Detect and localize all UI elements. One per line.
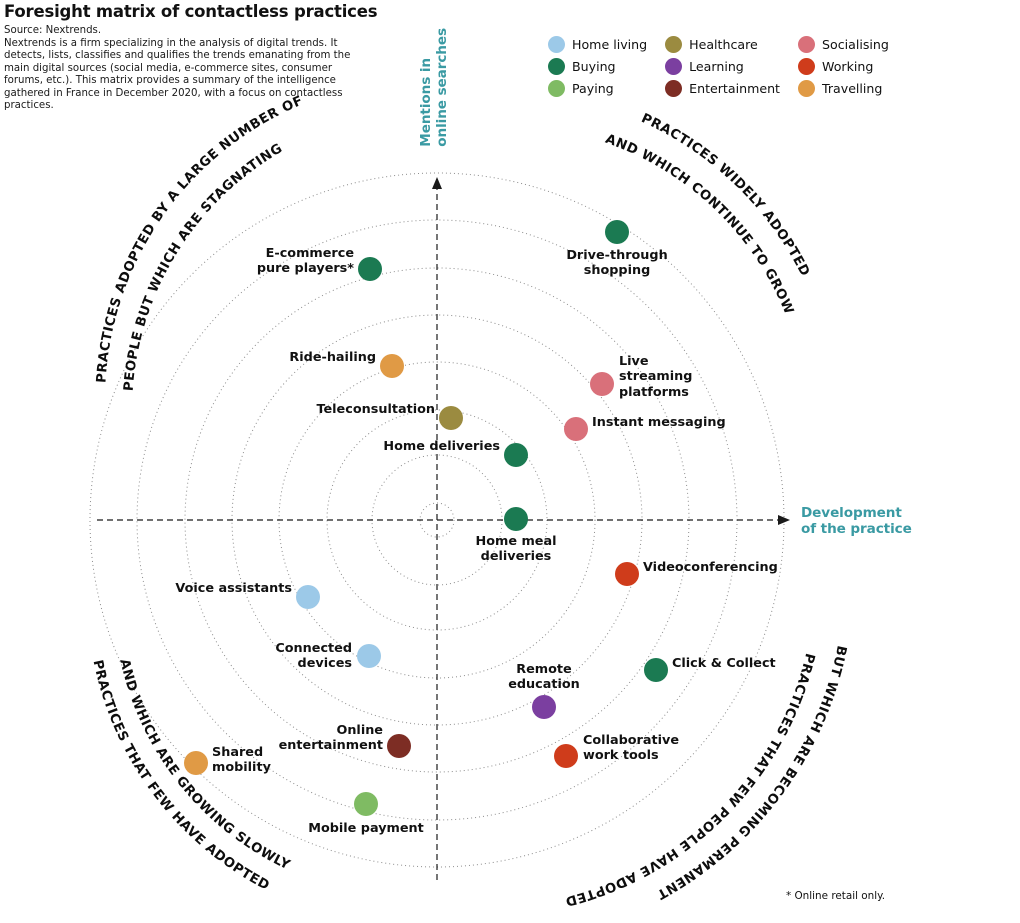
legend-item-healthcare[interactable]: Healthcare xyxy=(665,36,780,53)
data-point-label: Drive-through shopping xyxy=(566,248,668,279)
x-axis-arrow-icon xyxy=(778,515,790,525)
quadrant-labels: PRACTICES ADOPTED BY A LARGE NUMBER OF P… xyxy=(90,94,849,909)
x-axis-label: Development of the practice xyxy=(801,505,961,537)
legend-label: Travelling xyxy=(822,81,883,96)
legend-swatch-icon xyxy=(798,80,815,97)
legend-swatch-icon xyxy=(548,58,565,75)
data-point[interactable] xyxy=(564,417,588,441)
legend-label: Socialising xyxy=(822,37,889,52)
legend-swatch-icon xyxy=(548,36,565,53)
legend-swatch-icon xyxy=(798,36,815,53)
data-point-label: Videoconferencing xyxy=(643,560,778,575)
axis-lines xyxy=(97,185,782,880)
legend-swatch-icon xyxy=(665,80,683,97)
data-point[interactable] xyxy=(380,354,404,378)
data-point-label: Live streaming platforms xyxy=(619,354,693,400)
data-point[interactable] xyxy=(439,406,463,430)
data-point-label: Home meal deliveries xyxy=(475,534,557,565)
legend: Home living Healthcare Socialising Buyin… xyxy=(548,36,889,97)
data-point-label: Click & Collect xyxy=(672,656,776,671)
legend-item-home-living[interactable]: Home living xyxy=(548,36,647,53)
data-point-label: E-commerce pure players* xyxy=(256,246,354,277)
legend-item-entertainment[interactable]: Entertainment xyxy=(665,80,780,97)
data-point[interactable] xyxy=(615,562,639,586)
legend-swatch-icon xyxy=(548,80,565,97)
data-point[interactable] xyxy=(296,585,320,609)
data-point-label: Mobile payment xyxy=(308,821,424,836)
legend-label: Buying xyxy=(572,59,616,74)
y-axis-label: Mentions in online searches xyxy=(418,28,450,147)
y-axis-label-line1: Mentions in xyxy=(418,58,434,147)
legend-item-paying[interactable]: Paying xyxy=(548,80,647,97)
legend-swatch-icon xyxy=(798,58,815,75)
y-axis-label-line2: online searches xyxy=(434,28,450,147)
legend-label: Working xyxy=(822,59,874,74)
data-point[interactable] xyxy=(357,644,381,668)
legend-swatch-icon xyxy=(665,36,683,53)
data-point-label: Teleconsultation xyxy=(316,402,435,417)
quadrant-label-top-left-line1: PRACTICES ADOPTED BY A LARGE NUMBER OF xyxy=(94,94,305,384)
legend-item-learning[interactable]: Learning xyxy=(665,58,780,75)
data-point-label: Online entertainment xyxy=(278,723,383,754)
legend-label: Paying xyxy=(572,81,614,96)
legend-item-socialising[interactable]: Socialising xyxy=(798,36,889,53)
legend-label: Healthcare xyxy=(689,37,758,52)
data-point-label: Collaborative work tools xyxy=(583,733,680,764)
data-point[interactable] xyxy=(387,734,411,758)
legend-item-travelling[interactable]: Travelling xyxy=(798,80,889,97)
legend-label: Entertainment xyxy=(689,81,780,96)
x-axis-label-line2: of the practice xyxy=(801,521,912,537)
data-point[interactable] xyxy=(532,695,556,719)
x-axis-label-line1: Development xyxy=(801,505,902,521)
data-point[interactable] xyxy=(554,744,578,768)
legend-label: Learning xyxy=(689,59,744,74)
data-point-label: Remote education xyxy=(508,662,580,693)
data-point-label: Voice assistants xyxy=(175,581,292,596)
y-axis-arrow-icon xyxy=(432,177,442,189)
legend-label: Home living xyxy=(572,37,648,52)
data-point-label: Home deliveries xyxy=(383,439,500,454)
data-point[interactable] xyxy=(504,443,528,467)
data-point-label: Shared mobility xyxy=(212,745,271,776)
axis-arrows xyxy=(432,177,790,525)
data-point[interactable] xyxy=(644,658,668,682)
legend-item-buying[interactable]: Buying xyxy=(548,58,647,75)
description-text: Nextrends is a firm specializing in the … xyxy=(4,37,351,112)
data-point[interactable] xyxy=(590,372,614,396)
data-point[interactable] xyxy=(354,792,378,816)
footnote: * Online retail only. xyxy=(786,890,886,902)
legend-item-working[interactable]: Working xyxy=(798,58,889,75)
data-point[interactable] xyxy=(358,257,382,281)
data-point-label: Connected devices xyxy=(275,641,352,672)
data-point[interactable] xyxy=(184,751,208,775)
data-point-label: Ride-hailing xyxy=(289,350,376,365)
data-points-layer xyxy=(184,220,668,816)
data-point[interactable] xyxy=(605,220,629,244)
page-title: Foresight matrix of contactless practice… xyxy=(4,2,378,21)
legend-swatch-icon xyxy=(665,58,683,75)
data-point[interactable] xyxy=(504,507,528,531)
source-line: Source: Nextrends. xyxy=(4,25,102,36)
data-point-label: Instant messaging xyxy=(592,415,726,430)
header: Foresight matrix of contactless practice… xyxy=(4,0,424,113)
